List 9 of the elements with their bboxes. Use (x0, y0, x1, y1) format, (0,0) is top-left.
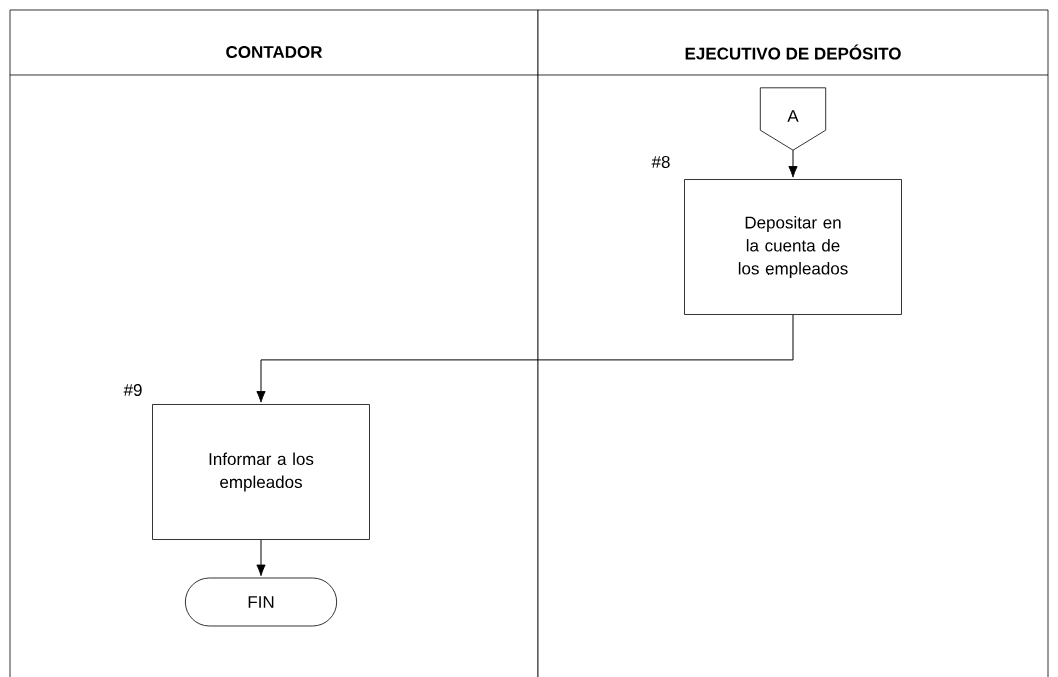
step-number: #9 (123, 384, 142, 396)
arrow (256, 314, 794, 403)
process-box: Depositar en la cuenta de los empleados (684, 179, 902, 315)
step-number: #8 (651, 156, 670, 168)
terminator: FIN (184, 577, 338, 627)
process-box: Informar a los empleados (152, 404, 370, 540)
arrow (256, 539, 266, 577)
arrow (788, 149, 798, 178)
off-page-connector: A (759, 87, 827, 151)
